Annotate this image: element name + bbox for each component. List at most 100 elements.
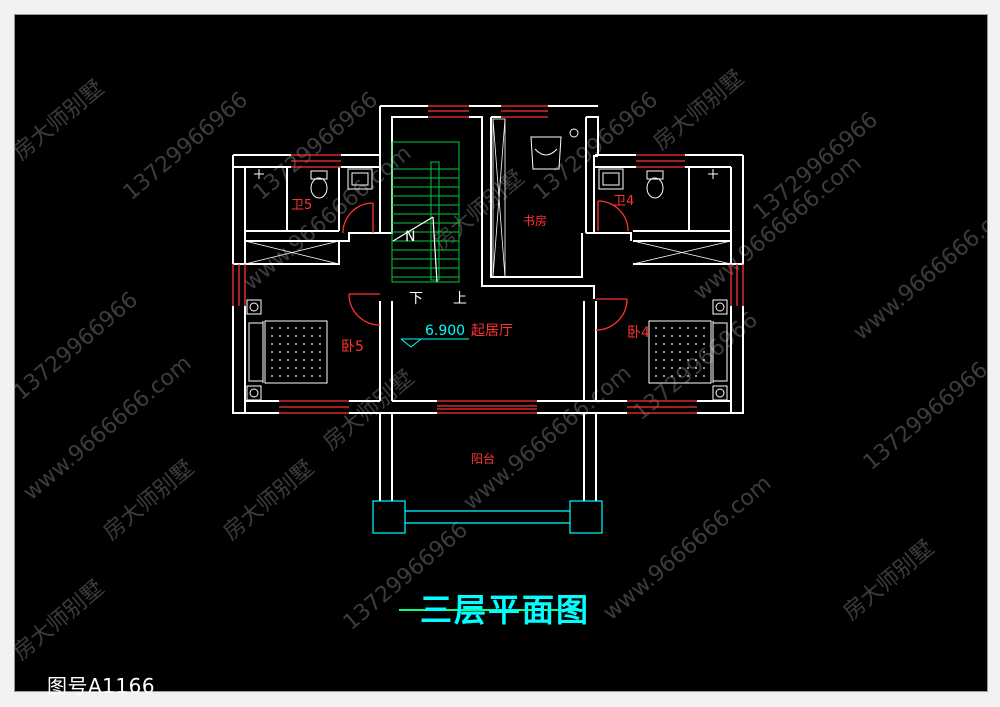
walls bbox=[232, 105, 744, 501]
window-bedroom4-bottom bbox=[627, 400, 697, 414]
bed-pattern-dot bbox=[279, 351, 281, 353]
bed-pattern-dot bbox=[687, 359, 689, 361]
bed-pattern-dot bbox=[287, 351, 289, 353]
bed-pattern-dot bbox=[663, 327, 665, 329]
plan-title: 三层平面图 bbox=[419, 591, 590, 629]
bed-pattern-dot bbox=[271, 335, 273, 337]
bed-pattern-dot bbox=[671, 327, 673, 329]
bed-pattern-dot bbox=[295, 343, 297, 345]
bed-pattern-dot bbox=[271, 327, 273, 329]
bed-pattern-dot bbox=[287, 343, 289, 345]
nightstands bbox=[246, 299, 728, 401]
bed-pattern-dot bbox=[319, 327, 321, 329]
bed-pattern-dot bbox=[271, 359, 273, 361]
bed-pattern-dot bbox=[703, 335, 705, 337]
floor-plan: 13729966966 13729966966 13729966966 1372… bbox=[15, 66, 987, 666]
bed-pattern-dot bbox=[679, 375, 681, 377]
bed-pattern-dot bbox=[287, 367, 289, 369]
study-chair bbox=[530, 128, 579, 170]
bed-pattern-dot bbox=[663, 375, 665, 377]
door-bath4 bbox=[597, 200, 629, 232]
window-bedroom5-bottom bbox=[279, 400, 349, 414]
room-label-bath5: 卫5 bbox=[291, 198, 312, 213]
room-label-bedroom5: 卧5 bbox=[341, 339, 364, 355]
bed-pattern-dot bbox=[295, 327, 297, 329]
bed-pattern-dot bbox=[695, 351, 697, 353]
watermark-brand: 房大师别墅 bbox=[219, 456, 319, 546]
bed-pattern-dot bbox=[703, 351, 705, 353]
bed-pattern-dot bbox=[687, 335, 689, 337]
bed-pattern-dot bbox=[671, 359, 673, 361]
bed-pattern-dot bbox=[311, 359, 313, 361]
watermark-site: www.9666666.com bbox=[239, 141, 417, 296]
balcony-rail bbox=[372, 500, 603, 534]
bed-pattern-dot bbox=[311, 375, 313, 377]
door-bedroom5 bbox=[348, 293, 381, 326]
room-label-bedroom4: 卧4 bbox=[627, 325, 650, 341]
watermark-brand: 房大师别墅 bbox=[649, 66, 749, 156]
bed-pattern-dot bbox=[655, 327, 657, 329]
bed-pattern-dot bbox=[303, 351, 305, 353]
door-bedroom4 bbox=[595, 298, 628, 331]
elevation-label: 6.900 bbox=[425, 323, 465, 339]
toilet-icon bbox=[646, 170, 664, 180]
watermark: 13729966966 13729966966 13729966966 1372… bbox=[15, 66, 987, 666]
bed-pattern-dot bbox=[695, 343, 697, 345]
bath4-fixtures bbox=[598, 168, 718, 199]
bed-pattern-dot bbox=[271, 367, 273, 369]
bed-pattern-dot bbox=[663, 367, 665, 369]
bed-pattern-dot bbox=[671, 367, 673, 369]
windows bbox=[232, 105, 744, 414]
bed-pattern-dot bbox=[679, 327, 681, 329]
bed-pattern-dot bbox=[303, 335, 305, 337]
bed-pattern-dot bbox=[695, 359, 697, 361]
bed-pattern-dot bbox=[279, 375, 281, 377]
bed-pattern-dot bbox=[687, 351, 689, 353]
bed-pattern-dot bbox=[655, 343, 657, 345]
bed-pattern-dot bbox=[303, 343, 305, 345]
bed-pattern-dot bbox=[319, 351, 321, 353]
window-top-center-right bbox=[501, 105, 548, 118]
cad-canvas: 13729966966 13729966966 13729966966 1372… bbox=[14, 14, 988, 698]
bed-pattern-dot bbox=[279, 335, 281, 337]
bed-pattern-dot bbox=[311, 367, 313, 369]
watermark-brand: 房大师别墅 bbox=[15, 576, 109, 666]
bed-pattern-dot bbox=[695, 367, 697, 369]
bed-pattern-dot bbox=[679, 335, 681, 337]
bed-pattern-dot bbox=[655, 375, 657, 377]
room-labels: 起居厅 书房 阳台 卧5 卧4 卫5 卫4 bbox=[291, 194, 650, 466]
bed-pattern-dot bbox=[287, 335, 289, 337]
bath5-fixtures bbox=[254, 168, 373, 199]
bed-pattern-dot bbox=[703, 367, 705, 369]
window-bath5 bbox=[291, 154, 341, 168]
bed-pattern-dot bbox=[279, 367, 281, 369]
room-label-living: 起居厅 bbox=[471, 323, 513, 339]
bed-pattern-dot bbox=[319, 367, 321, 369]
drawing-number: 图号A1166 bbox=[47, 674, 156, 698]
watermark-brand: 房大师别墅 bbox=[429, 166, 529, 256]
bed-pattern-dot bbox=[279, 327, 281, 329]
bed-pattern-dot bbox=[279, 343, 281, 345]
bed-pattern-dot bbox=[311, 343, 313, 345]
bed-pattern-dot bbox=[295, 351, 297, 353]
wardrobes bbox=[244, 118, 732, 278]
bed-pattern-dot bbox=[303, 367, 305, 369]
bed-pattern-dot bbox=[287, 327, 289, 329]
bed-pattern-dot bbox=[663, 335, 665, 337]
watermark-site: www.9666666.com bbox=[459, 361, 637, 516]
bed-pattern-dot bbox=[655, 359, 657, 361]
room-label-balcony: 阳台 bbox=[471, 451, 495, 466]
bed-pattern-dot bbox=[703, 343, 705, 345]
bed-pattern-dot bbox=[271, 351, 273, 353]
staircase bbox=[391, 141, 460, 283]
bed-pattern-dot bbox=[279, 359, 281, 361]
bed-pattern-dot bbox=[703, 359, 705, 361]
stair-arrow-glyph: N bbox=[405, 229, 415, 245]
bed-pattern-dot bbox=[671, 375, 673, 377]
watermark-brand: 房大师别墅 bbox=[15, 76, 109, 166]
bed-bedroom5 bbox=[248, 320, 328, 384]
window-top-center-left bbox=[428, 105, 469, 118]
bed-pattern-dot bbox=[663, 359, 665, 361]
watermark-phone: 13729966966 bbox=[15, 287, 143, 405]
